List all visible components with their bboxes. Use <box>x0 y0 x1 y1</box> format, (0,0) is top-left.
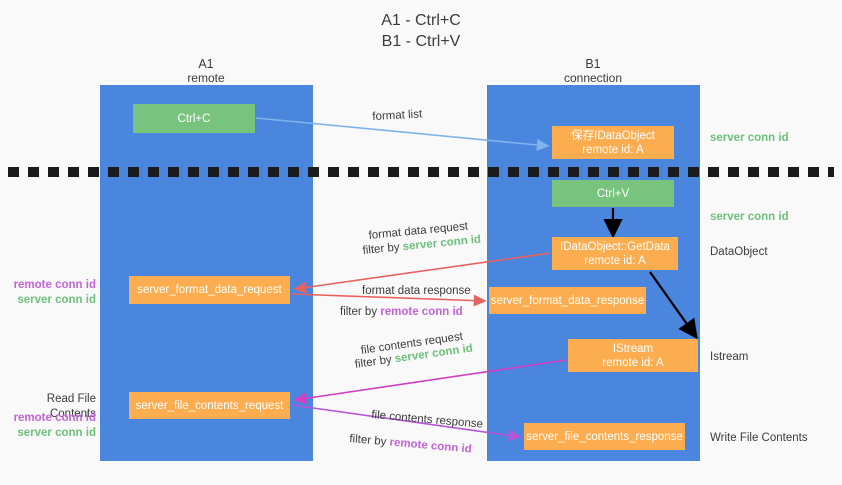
box-istream-line2: remote id: A <box>602 356 664 369</box>
filter-by-text: filter by <box>362 241 404 257</box>
caption-format-data-response: format data response <box>362 285 471 297</box>
label-istream: Istream <box>710 351 749 363</box>
box-ctrl-c-label: Ctrl+C <box>177 112 211 125</box>
remote-conn-id-text: remote conn id <box>388 436 473 456</box>
label-remote-conn-id: remote conn id <box>13 279 96 291</box>
filter-by-text: filter by <box>354 353 396 371</box>
caption-format-list: format list <box>372 108 423 123</box>
dashed-separator-line <box>8 167 834 177</box>
box-server-format-data-response-label: server_format_data_response <box>490 294 645 307</box>
box-server-file-contents-response[interactable]: server_file_contents_response <box>524 423 685 450</box>
remote-conn-id-text: remote conn id <box>380 306 463 318</box>
label-server-conn-id-mid: server conn id <box>710 211 789 223</box>
label-remote-conn-id: remote conn id <box>13 412 96 424</box>
caption-format-data-response-filter: filter by remote conn id <box>340 305 463 320</box>
column-header-b1: B1 connection <box>513 57 673 85</box>
title-line-2: B1 - Ctrl+V <box>381 33 461 50</box>
label-server-conn-id-top: server conn id <box>710 132 789 144</box>
label-read-file-contents: Read File Contents <box>46 393 96 420</box>
box-server-file-contents-request[interactable]: server_file_contents_request <box>129 392 290 419</box>
label-left-conn-ids-upper: remote conn id server conn id <box>8 278 96 308</box>
box-getdata-line2: remote id: A <box>584 254 646 267</box>
column-a1-name: A1 <box>198 57 214 71</box>
page-title: A1 - Ctrl+C B1 - Ctrl+V <box>0 10 842 52</box>
box-istream-line1: IStream <box>612 342 654 355</box>
caption-file-contents-response: file contents response <box>370 408 484 431</box>
caption-file-contents-response-filter: filter by remote conn id <box>349 432 473 458</box>
box-idataobject-line2: remote id: A <box>582 143 644 156</box>
box-server-file-contents-request-label: server_file_contents_request <box>135 399 284 412</box>
column-header-a1: A1 remote <box>126 57 286 85</box>
box-server-format-data-request[interactable]: server_format_data_request <box>129 276 290 304</box>
label-server-conn-id: server conn id <box>17 427 96 439</box>
box-ctrl-v[interactable]: Ctrl+V <box>552 180 674 207</box>
column-a1-sub: remote <box>187 71 225 85</box>
column-b1-name: B1 <box>585 57 601 71</box>
label-write-file-contents: Write File Contents <box>710 432 808 444</box>
label-server-conn-id: server conn id <box>17 294 96 306</box>
box-idataobject-line1: 保存IDataObject <box>571 129 655 142</box>
label-dataobject: DataObject <box>710 246 768 258</box>
filter-by-text: filter by <box>348 432 391 449</box>
box-istream[interactable]: IStream remote id: A <box>568 339 698 372</box>
box-ctrl-c[interactable]: Ctrl+C <box>133 104 255 133</box>
box-server-file-contents-response-label: server_file_contents_response <box>526 430 683 443</box>
box-idataobject-getdata[interactable]: IDataObject::GetData remote id: A <box>552 237 678 270</box>
title-line-1: A1 - Ctrl+C <box>381 12 461 29</box>
filter-by-text: filter by <box>340 306 381 318</box>
column-b1-sub: connection <box>563 71 623 85</box>
label-left-conn-ids-lower: remote conn id server conn id <box>8 411 96 441</box>
box-server-format-data-response[interactable]: server_format_data_response <box>489 287 646 314</box>
box-getdata-line1: IDataObject::GetData <box>560 240 670 253</box>
box-idataobject[interactable]: 保存IDataObject remote id: A <box>552 126 674 159</box>
box-ctrl-v-label: Ctrl+V <box>596 187 630 200</box>
box-server-format-data-request-label: server_format_data_request <box>137 284 282 296</box>
